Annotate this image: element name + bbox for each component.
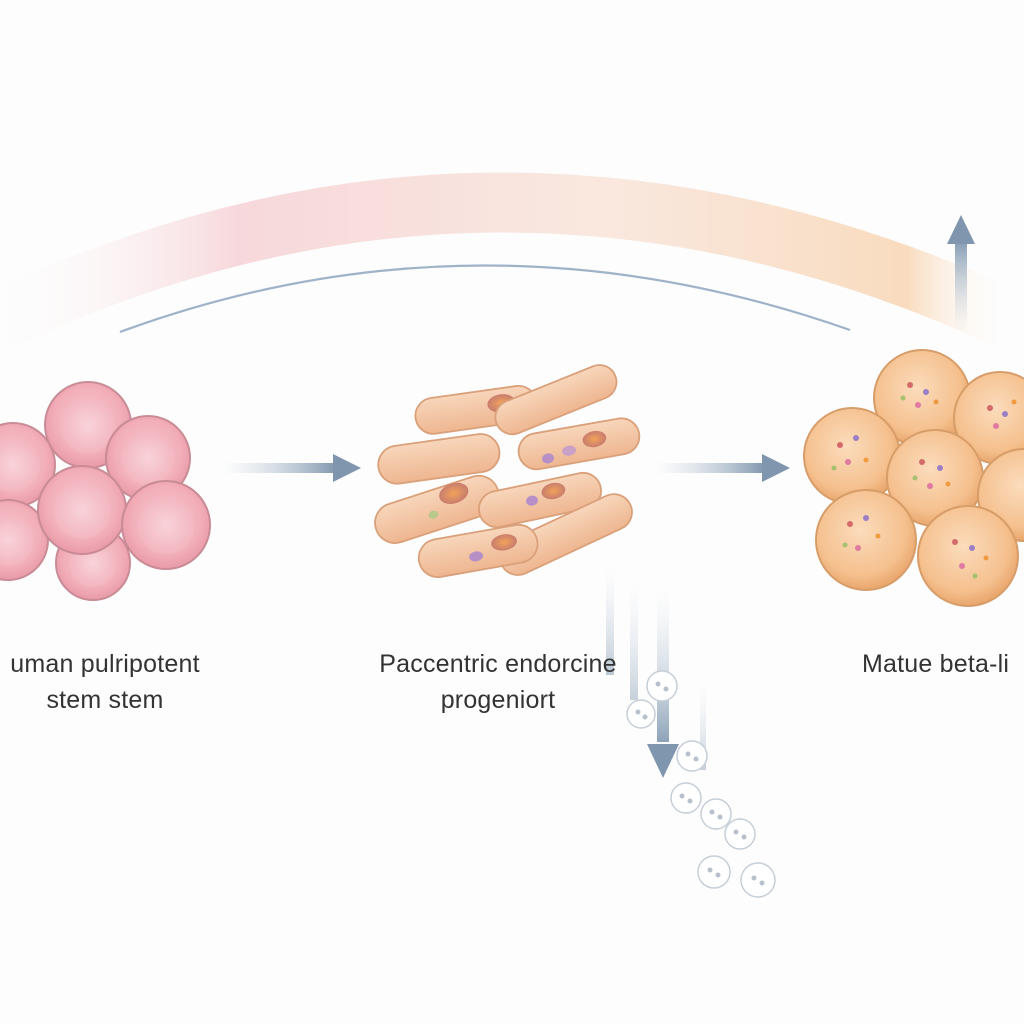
arrow-right-icon <box>655 454 790 482</box>
progression-arc <box>0 172 1024 354</box>
stage-label-beta-cells: Matue beta-li <box>862 646 1024 682</box>
progenitor-cell <box>417 523 539 579</box>
stage-label-line: progeniort <box>440 686 556 714</box>
shed-cell <box>724 818 756 850</box>
shed-cell <box>740 862 776 898</box>
stage-label-line: Matue beta-li <box>862 650 1010 678</box>
stem-cell <box>0 499 49 581</box>
progenitor-cell <box>377 433 501 485</box>
arrow-up-icon <box>947 215 975 330</box>
shed-cell <box>697 855 731 889</box>
shed-cell <box>700 798 732 830</box>
progenitor-cell <box>374 474 500 544</box>
shed-cell <box>626 699 656 729</box>
shed-cell <box>670 782 702 814</box>
beta-cell <box>815 489 917 591</box>
stem-cell <box>0 422 56 508</box>
stem-cell-cluster <box>0 381 211 601</box>
progenitor-cell <box>517 417 641 471</box>
beta-cell <box>803 407 901 505</box>
beta-cell <box>917 505 1019 607</box>
shed-cell <box>646 670 678 702</box>
arrow-down-icon <box>606 565 706 778</box>
stage-label-stem-cells: uman pulripotent stem stem <box>0 646 240 718</box>
stem-cell <box>105 415 191 501</box>
progenitor-cell <box>478 471 602 529</box>
stage-label-line: Paccentric endorcine <box>379 650 617 678</box>
shed-cells <box>626 670 776 898</box>
progenitor-cell <box>494 364 618 436</box>
stage-label-line: uman pulripotent <box>10 650 200 678</box>
shed-cell <box>676 740 708 772</box>
stage-label-line: stem stem <box>46 686 164 714</box>
arrow-right-icon <box>222 454 361 482</box>
stage-label-progenitor: Paccentric endorcine progeniort <box>348 646 648 718</box>
stem-cell <box>37 465 127 555</box>
stem-cell <box>121 480 211 570</box>
progenitor-cluster <box>374 364 641 579</box>
beta-cell-cluster <box>803 349 1024 607</box>
